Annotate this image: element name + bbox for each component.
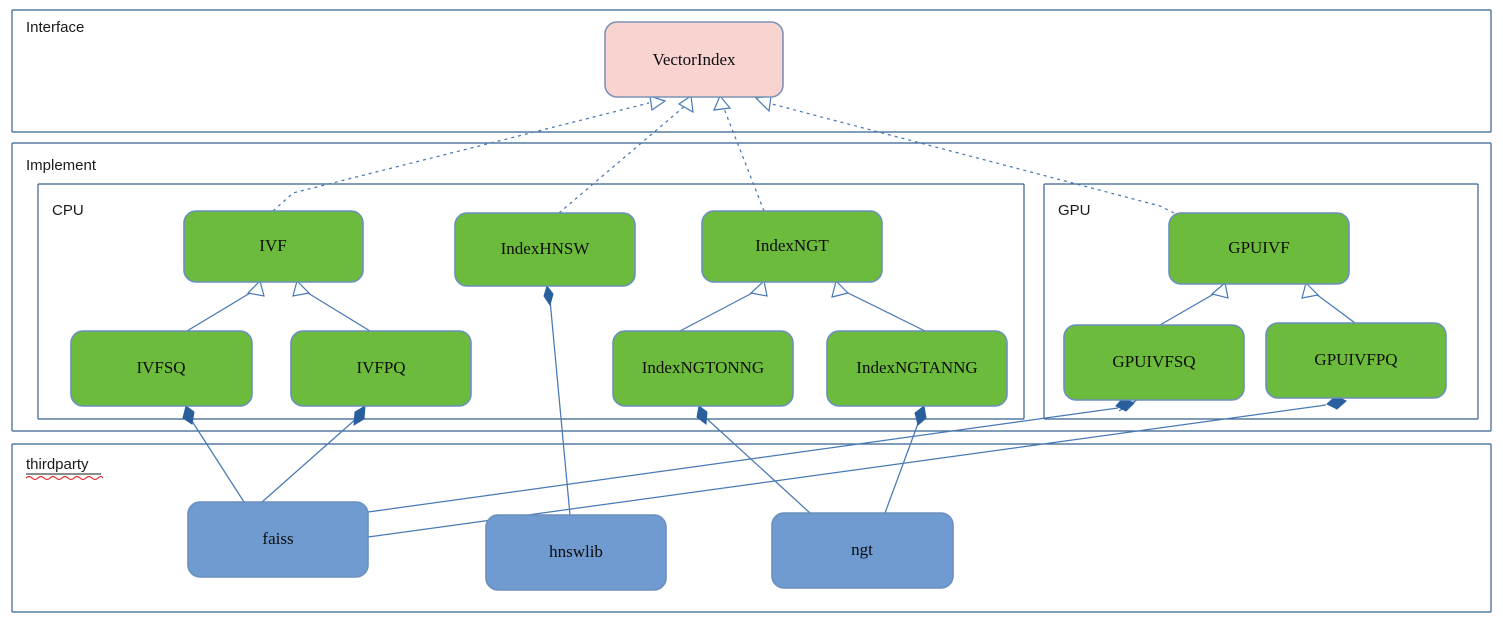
edge-ivfsq-to-ivf (186, 279, 265, 332)
node-ivf-rect[interactable] (183, 210, 364, 283)
node-indexngtonng-rect[interactable] (612, 330, 794, 407)
container-implement-label: Implement (26, 157, 97, 174)
container-thirdparty-rect[interactable] (11, 443, 1492, 613)
edge-faiss-to-gpuivfsq (367, 397, 1138, 513)
node-gpuivfpq-rect[interactable] (1265, 322, 1447, 399)
edge-indexngt-to-vectorindex (713, 94, 765, 212)
node-indexhnsw-rect[interactable] (454, 212, 636, 287)
node-hnswlib[interactable]: hnswlib (485, 514, 667, 591)
edge-hnswlib-to-indexhnsw (543, 284, 571, 516)
edge-gpuivfpq-to-gpuivf (1301, 281, 1356, 324)
edge-ivfpq-to-ivf (292, 279, 371, 332)
node-gpuivfpq[interactable]: GPUIVFPQ (1265, 322, 1447, 399)
container-thirdparty-label: thirdparty (26, 456, 89, 473)
node-gpuivf-label: GPUIVF (1228, 238, 1289, 257)
node-gpuivfsq-rect[interactable] (1063, 324, 1245, 401)
edge-gpuivfsq-to-gpuivf (1159, 281, 1229, 326)
node-gpuivfsq[interactable]: GPUIVFSQ (1063, 324, 1245, 401)
node-ivf[interactable]: IVF (183, 210, 364, 283)
edge-indexhnsw-to-vectorindex (558, 94, 694, 214)
node-ivf-label: IVF (259, 236, 286, 255)
edge-faiss-to-ivfsq (182, 405, 245, 503)
node-vectorindex-label: VectorIndex (652, 50, 736, 69)
node-ivfsq-label: IVFSQ (136, 358, 185, 377)
spellcheck-squiggle-icon (25, 475, 104, 481)
node-ivfsq[interactable]: IVFSQ (70, 330, 253, 407)
node-vectorindex[interactable]: VectorIndex (604, 21, 784, 98)
node-vectorindex-rect[interactable] (604, 21, 784, 98)
node-indexngtanng[interactable]: IndexNGTANNG (826, 330, 1008, 407)
node-indexngtonng[interactable]: IndexNGTONNG (612, 330, 794, 407)
node-ngt[interactable]: ngt (771, 512, 954, 589)
node-ivfpq[interactable]: IVFPQ (290, 330, 472, 407)
edge-ngt-to-indexngtonng (696, 405, 811, 514)
container-interface-label: Interface (26, 19, 84, 36)
node-faiss[interactable]: faiss (187, 501, 369, 578)
node-indexngtanng-label: IndexNGTANNG (856, 358, 977, 377)
node-gpuivfpq-label: GPUIVFPQ (1314, 350, 1397, 369)
node-indexngtanng-rect[interactable] (826, 330, 1008, 407)
node-faiss-label: faiss (262, 529, 293, 548)
node-indexngt[interactable]: IndexNGT (701, 210, 883, 283)
node-indexhnsw-label: IndexHNSW (501, 239, 591, 258)
node-gpuivf[interactable]: GPUIVF (1168, 212, 1350, 285)
container-thirdparty[interactable]: thirdparty (11, 443, 1492, 613)
node-gpuivf-rect[interactable] (1168, 212, 1350, 285)
edge-ngt-to-indexngtanng (884, 405, 927, 514)
node-hnswlib-label: hnswlib (549, 542, 603, 561)
node-indexngtonng-label: IndexNGTONNG (642, 358, 764, 377)
edge-indexngtanng-to-indexngt (831, 279, 926, 332)
node-indexngt-rect[interactable] (701, 210, 883, 283)
edge-faiss-to-ivfpq (261, 405, 366, 503)
node-indexngt-label: IndexNGT (755, 236, 829, 255)
edge-ivf-to-vectorindex (272, 95, 667, 212)
edge-indexngtonng-to-indexngt (679, 279, 768, 332)
node-ngt-rect[interactable] (771, 512, 954, 589)
node-hnswlib-rect[interactable] (485, 514, 667, 591)
node-ivfpq-rect[interactable] (290, 330, 472, 407)
container-cpu-label: CPU (52, 202, 84, 219)
node-gpuivfsq-label: GPUIVFSQ (1112, 352, 1195, 371)
node-ngt-label: ngt (851, 540, 873, 559)
node-faiss-rect[interactable] (187, 501, 369, 578)
node-ivfsq-rect[interactable] (70, 330, 253, 407)
node-ivfpq-label: IVFPQ (356, 358, 405, 377)
container-gpu-label: GPU (1058, 202, 1091, 219)
node-indexhnsw[interactable]: IndexHNSW (454, 212, 636, 287)
